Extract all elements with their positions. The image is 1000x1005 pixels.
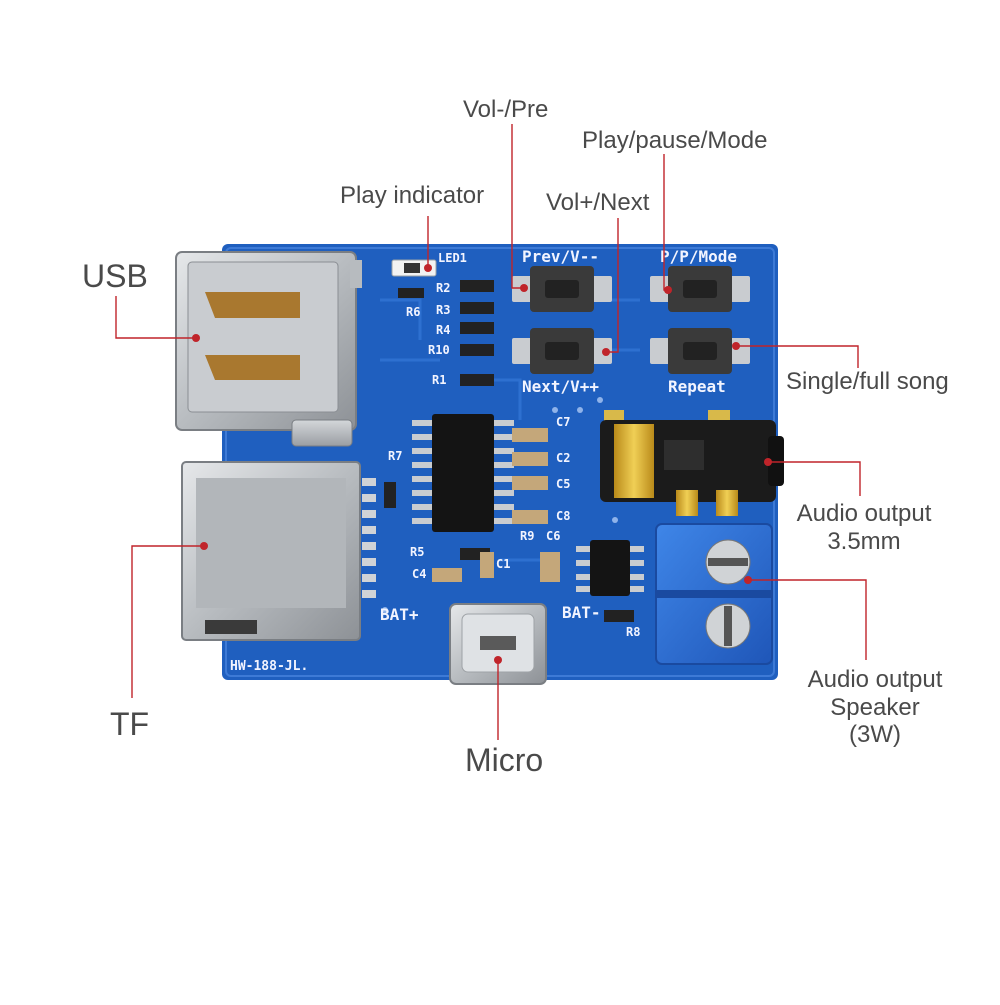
silk-r6: R6	[406, 305, 420, 319]
button-repeat	[650, 328, 750, 374]
callout-speaker-line1: Audio output	[807, 666, 943, 693]
micro-usb-connector	[449, 603, 547, 685]
silk-pp-mode: P/P/Mode	[660, 247, 737, 266]
silk-r10: R10	[428, 343, 450, 357]
leader-speaker	[748, 579, 867, 660]
callout-vol-plus-next: Vol+/Next	[546, 189, 650, 216]
silk-led1: LED1	[438, 251, 467, 265]
tf-card-slot	[181, 461, 376, 641]
silk-bat-minus: BAT-	[562, 603, 601, 622]
silk-bat-plus: BAT+	[380, 605, 419, 624]
callout-vol-minus-pre: Vol-/Pre	[463, 96, 549, 123]
silk-r9: R9	[520, 529, 534, 543]
speaker-terminal	[655, 523, 773, 665]
play-led	[391, 259, 437, 277]
silk-repeat: Repeat	[668, 377, 726, 396]
button-pp-mode	[650, 266, 750, 312]
silk-board-id: HW-188-JL.	[230, 659, 308, 674]
callout-play-pause-mode: Play/pause/Mode	[582, 127, 768, 154]
audio-jack-35mm	[600, 410, 784, 516]
silk-r4: R4	[436, 323, 450, 337]
silkscreen-labels: LED1 Prev/V-- P/P/Mode Next/V++ Repeat B…	[230, 247, 737, 674]
silk-r3: R3	[436, 303, 450, 317]
silk-r7: R7	[388, 449, 402, 463]
silk-c4: C4	[412, 567, 426, 581]
silk-r1: R1	[432, 373, 446, 387]
callout-audio-35mm-line1: Audio output	[796, 500, 932, 527]
usb-connector	[175, 251, 362, 447]
silk-c7: C7	[556, 415, 570, 429]
silk-r5: R5	[410, 545, 424, 559]
silk-c2: C2	[556, 451, 570, 465]
callout-speaker-line2: Speaker	[830, 693, 920, 721]
callout-speaker-line3: (3W)	[849, 721, 901, 749]
leader-single-full	[736, 345, 859, 368]
silk-prev: Prev/V--	[522, 247, 599, 266]
callout-audio-35mm: Audio output 3.5mm	[788, 500, 940, 555]
leader-dots	[192, 264, 772, 664]
silk-c5: C5	[556, 477, 570, 491]
callout-tf: TF	[110, 706, 150, 742]
button-prev	[512, 266, 612, 312]
silk-c8: C8	[556, 509, 570, 523]
silk-c1: C1	[496, 557, 510, 571]
decoder-chip	[412, 414, 514, 532]
silk-next: Next/V++	[522, 377, 599, 396]
callout-audio-35mm-line2: 3.5mm	[827, 527, 901, 555]
leader-usb	[115, 296, 196, 339]
button-next	[512, 328, 612, 374]
callout-play-indicator: Play indicator	[340, 182, 485, 209]
capacitor-array	[432, 428, 560, 582]
callout-usb: USB	[82, 258, 148, 294]
silk-c6: C6	[546, 529, 560, 543]
callout-single-full-song: Single/full song	[786, 368, 949, 395]
leader-audio-35	[768, 461, 861, 496]
callout-micro: Micro	[465, 742, 544, 778]
callout-speaker: Audio output Speaker (3W)	[798, 666, 952, 749]
silk-r2: R2	[436, 281, 450, 295]
leader-tf	[131, 545, 204, 698]
silk-r8: R8	[626, 625, 640, 639]
amplifier-chip	[576, 540, 644, 596]
